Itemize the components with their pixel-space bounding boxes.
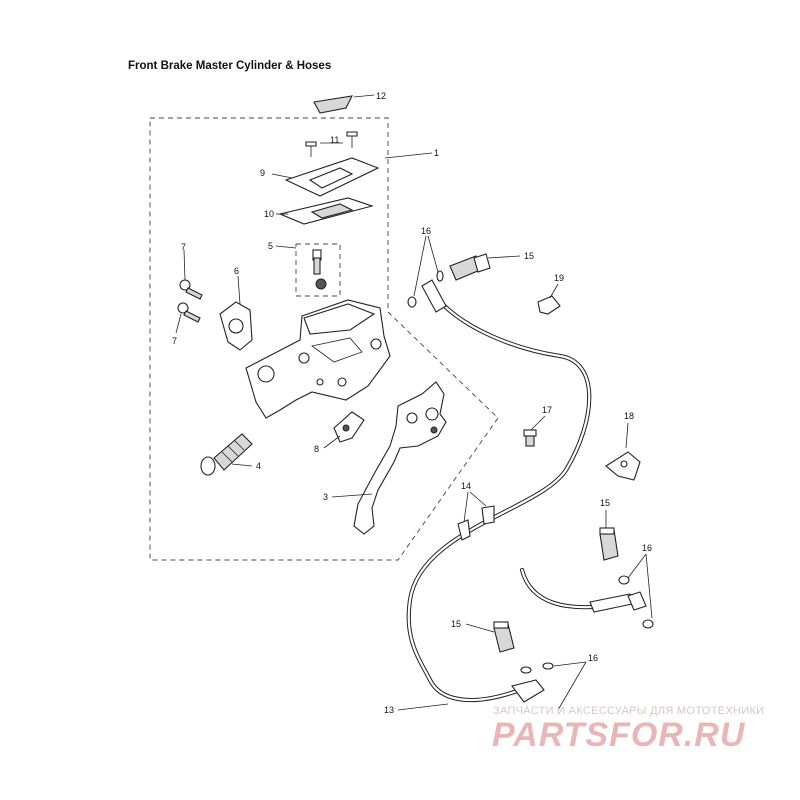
part-3-lever <box>353 381 447 535</box>
callout-3: 3 <box>323 492 328 502</box>
callout-5: 5 <box>268 241 273 251</box>
diagram-title: Front Brake Master Cylinder & Hoses <box>128 60 332 72</box>
callout-1: 1 <box>434 148 439 158</box>
part-11-screws <box>305 131 358 157</box>
callout-6: 6 <box>234 266 239 276</box>
callout-16-upper: 16 <box>421 226 431 236</box>
callout-15-lower: 15 <box>451 619 461 629</box>
part-18-bracket <box>605 451 641 481</box>
callout-10: 10 <box>264 209 274 219</box>
part-16-washers <box>407 270 654 674</box>
part-4-fitting <box>200 433 253 476</box>
part-12-gasket <box>313 95 353 114</box>
part-14-clips <box>457 505 495 541</box>
watermark-text: ЗАПЧАСТИ И АКСЕССУАРЫ ДЛЯ МОТОТЕХНИКИ <box>493 705 765 717</box>
part-7-bolts <box>177 279 203 323</box>
callout-13: 13 <box>384 705 394 715</box>
callout-4: 4 <box>256 461 261 471</box>
callout-15-mid: 15 <box>600 498 610 508</box>
part-13-hose-upper <box>406 279 592 703</box>
callout-12: 12 <box>376 91 386 101</box>
callout-9: 9 <box>260 168 265 178</box>
callout-14: 14 <box>461 481 471 491</box>
hose-lower <box>519 567 647 613</box>
callout-16-mid: 16 <box>642 543 652 553</box>
part-6-clamp <box>219 301 253 351</box>
callout-16-lower: 16 <box>588 653 598 663</box>
assembly-boundary <box>149 117 499 561</box>
callout-7-lower: 7 <box>172 336 177 346</box>
part-10-diaphragm <box>278 197 374 225</box>
part-5-piston-kit <box>295 243 341 297</box>
part-15-banjo-bolt-lower <box>493 621 515 653</box>
part-9-cover <box>284 157 380 197</box>
callout-11: 11 <box>330 135 339 145</box>
callout-8: 8 <box>314 444 319 454</box>
callout-15-upper: 15 <box>524 251 534 261</box>
callout-7-upper: 7 <box>181 242 186 252</box>
part-17-screw <box>523 429 537 447</box>
master-cylinder-body <box>245 299 391 419</box>
part-8-switch <box>333 411 365 443</box>
part-15-banjo-bolt-mid <box>599 527 619 561</box>
callout-19: 19 <box>554 273 564 283</box>
watermark-logo: PARTSFOR.RU <box>492 716 746 754</box>
leader-lines <box>175 94 653 711</box>
callout-18: 18 <box>624 411 634 421</box>
part-19-clip <box>537 295 561 315</box>
callout-17: 17 <box>542 405 552 415</box>
part-15-banjo-bolt-upper <box>449 253 491 281</box>
